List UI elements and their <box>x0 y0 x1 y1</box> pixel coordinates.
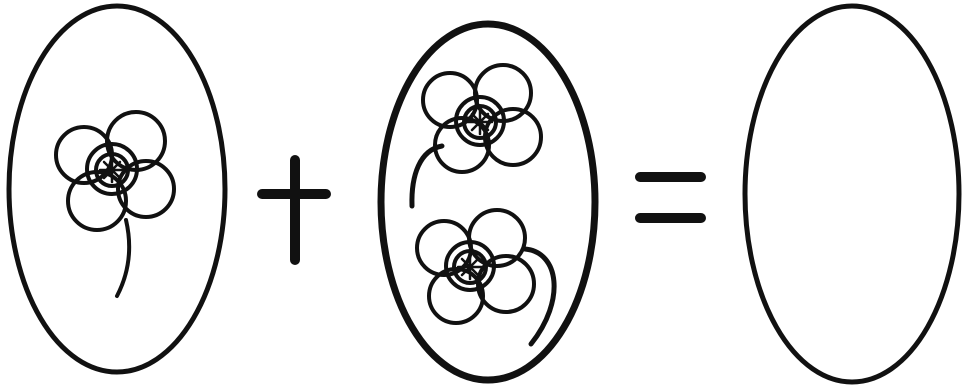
flower-icon <box>415 208 557 347</box>
answer-oval-icon <box>742 3 962 385</box>
equals-icon <box>635 172 706 223</box>
middle-group <box>377 20 599 384</box>
flower-icon <box>54 110 176 298</box>
plus-icon <box>257 155 331 265</box>
left-oval-icon <box>6 3 228 375</box>
flower-icon <box>409 63 543 209</box>
middle-oval-icon <box>377 20 599 384</box>
left-group <box>6 3 228 375</box>
answer-group <box>742 3 962 385</box>
